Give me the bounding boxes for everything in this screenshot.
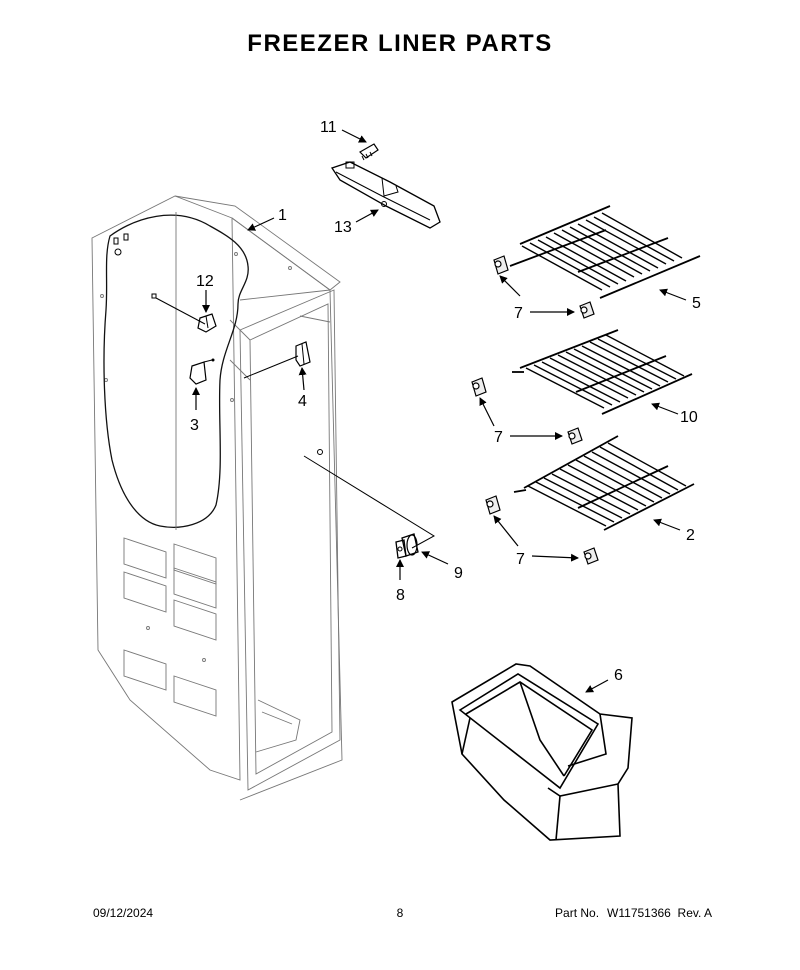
callout-7-top: 7 [514,305,523,322]
screw-part-11 [359,143,379,161]
callout-5: 5 [692,295,701,312]
freezer-bin-part-6 [451,663,633,841]
callout-2: 2 [686,527,695,544]
part-number-block: Part No. W11751366 Rev. A [555,906,712,920]
page-number: 8 [396,906,404,920]
wire-shelf-part-5 [509,205,701,299]
wire-shelf-part-2 [513,435,695,531]
callout-11: 11 [320,119,337,136]
print-date: 09/12/2024 [93,906,154,920]
callout-3: 3 [190,417,199,434]
part-no-label: Part No. [555,906,600,920]
leader-lines [192,129,687,693]
wire-harness-and-damper [303,449,435,559]
callout-1: 1 [278,207,287,224]
bracket-part-12 [151,293,217,333]
part-no-value: W11751366 [607,906,671,920]
callout-10: 10 [680,409,698,426]
freezer-liner [91,195,343,801]
callout-9: 9 [454,565,463,582]
callout-4: 4 [298,393,307,410]
light-socket-part-4 [243,341,311,379]
rail-part-13 [330,161,441,229]
callout-6: 6 [614,667,623,684]
callout-7-bottom: 7 [516,551,525,568]
wire-shelf-part-10 [512,329,693,415]
thermostat-part-3 [189,358,215,385]
revision: Rev. A [677,906,712,920]
callout-12: 12 [196,273,214,290]
page-title: FREEZER LINER PARTS [247,30,553,57]
callout-13: 13 [334,219,352,236]
shelf-supports-part-7 [471,255,599,565]
callout-8: 8 [396,587,405,604]
callout-7-middle: 7 [494,429,503,446]
